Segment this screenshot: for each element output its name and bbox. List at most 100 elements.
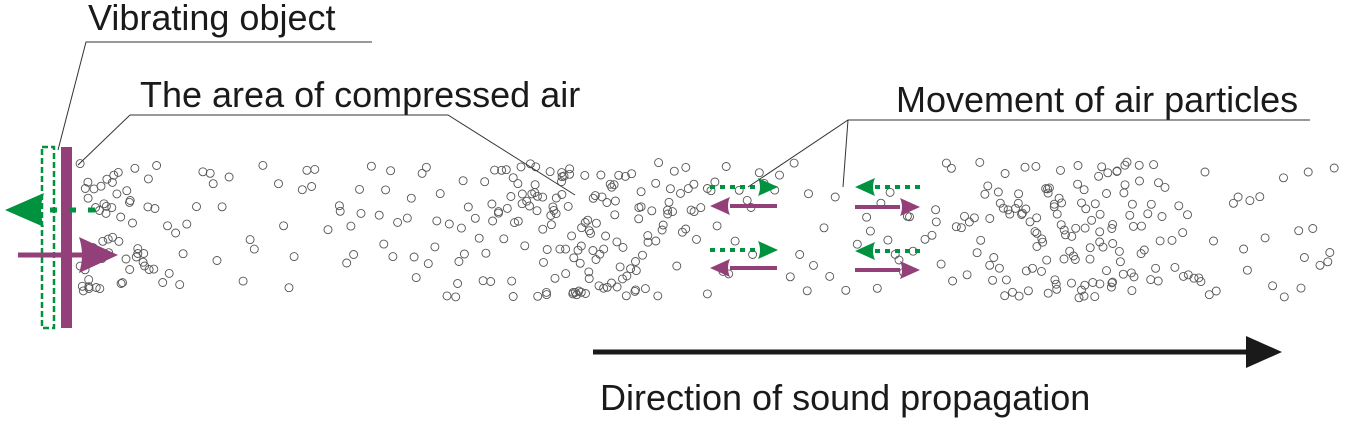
air-particle (1059, 225, 1069, 235)
air-particle (508, 292, 518, 301)
air-particle (1325, 248, 1335, 257)
air-particle (1094, 171, 1104, 181)
air-particle (451, 292, 461, 302)
air-particle (101, 208, 111, 218)
air-particle (1114, 246, 1124, 256)
air-particle (130, 163, 140, 173)
air-particle (1268, 281, 1278, 291)
label-direction: Direction of sound propagation (600, 377, 1090, 418)
air-particle (481, 248, 491, 258)
air-particle (946, 163, 956, 173)
air-particle (1067, 231, 1077, 241)
air-particle (654, 158, 664, 168)
air-particle (198, 167, 208, 177)
air-particle (1296, 283, 1306, 293)
air-particle (1097, 162, 1107, 172)
air-particle (1174, 201, 1184, 211)
air-particle (702, 289, 712, 299)
air-particle (1031, 161, 1041, 171)
air-particle (112, 189, 122, 199)
air-particle (1127, 199, 1137, 209)
air-particle (549, 205, 559, 215)
air-particle (677, 227, 687, 237)
air-particle (249, 244, 259, 254)
air-particle (102, 174, 112, 184)
particle-arrow-left-green (855, 178, 920, 196)
air-particle (672, 261, 682, 271)
air-particle (510, 218, 519, 228)
air-particle (1088, 278, 1098, 287)
air-particle (998, 203, 1008, 213)
air-particle (122, 186, 132, 196)
air-particle (1011, 203, 1020, 213)
air-particle (121, 254, 131, 264)
air-particle (862, 212, 872, 222)
air-particle (557, 190, 567, 199)
air-particle (205, 168, 215, 178)
air-particle (423, 259, 433, 269)
air-particle (1000, 169, 1010, 178)
air-particle (1043, 184, 1053, 194)
air-particle (1005, 209, 1015, 219)
air-particle (1134, 160, 1144, 170)
air-particle (1020, 162, 1030, 172)
air-particle (1245, 196, 1255, 206)
air-particle (520, 241, 530, 251)
air-particle (1122, 157, 1132, 167)
leader-compressed-air-right (130, 114, 576, 196)
air-particle (1146, 199, 1156, 209)
air-particle (1242, 265, 1252, 275)
air-particle (349, 250, 359, 259)
air-particle (487, 199, 497, 209)
air-particle (140, 261, 150, 271)
air-particle (894, 255, 904, 265)
air-particle (103, 234, 113, 244)
air-particle (588, 246, 598, 255)
air-particle (1021, 266, 1031, 276)
air-particle (614, 170, 624, 180)
air-particle (575, 258, 585, 268)
air-particle (1030, 227, 1040, 237)
air-particle (116, 212, 126, 222)
air-particle (411, 273, 421, 283)
air-particle (1125, 210, 1135, 220)
air-particle (640, 284, 650, 294)
air-particle (931, 217, 941, 227)
air-particle (178, 249, 188, 259)
air-particle (1028, 263, 1037, 273)
air-particle (217, 202, 227, 212)
air-particle (754, 168, 764, 178)
air-particle (1189, 273, 1199, 283)
air-particle (374, 210, 384, 220)
air-particle (1137, 221, 1146, 231)
air-particle (1023, 286, 1033, 296)
air-particle (96, 181, 106, 191)
air-particle (366, 161, 376, 171)
air-particle (663, 209, 673, 219)
air-particle (517, 199, 527, 209)
air-particle (1294, 226, 1304, 236)
air-particle (101, 201, 111, 211)
label-movement: Movement of air particles (896, 79, 1298, 120)
object-left-arrow (5, 193, 102, 227)
air-particle (599, 283, 609, 293)
air-particle (643, 231, 653, 241)
air-particle (993, 187, 1003, 197)
air-particle (551, 209, 561, 219)
air-particle (406, 193, 416, 203)
air-particle (149, 264, 159, 274)
air-particle (615, 262, 625, 272)
air-particle (417, 168, 427, 178)
air-particle (565, 169, 575, 179)
air-particle (1255, 192, 1265, 202)
air-particle (607, 182, 617, 192)
air-particle (533, 191, 542, 201)
air-particle (118, 278, 127, 288)
air-particle (825, 271, 835, 281)
air-particle (1329, 163, 1339, 173)
air-particle (1090, 199, 1100, 209)
air-particle (622, 271, 632, 281)
air-particle (802, 286, 812, 296)
air-particle (1108, 277, 1118, 287)
air-particle (454, 257, 464, 266)
